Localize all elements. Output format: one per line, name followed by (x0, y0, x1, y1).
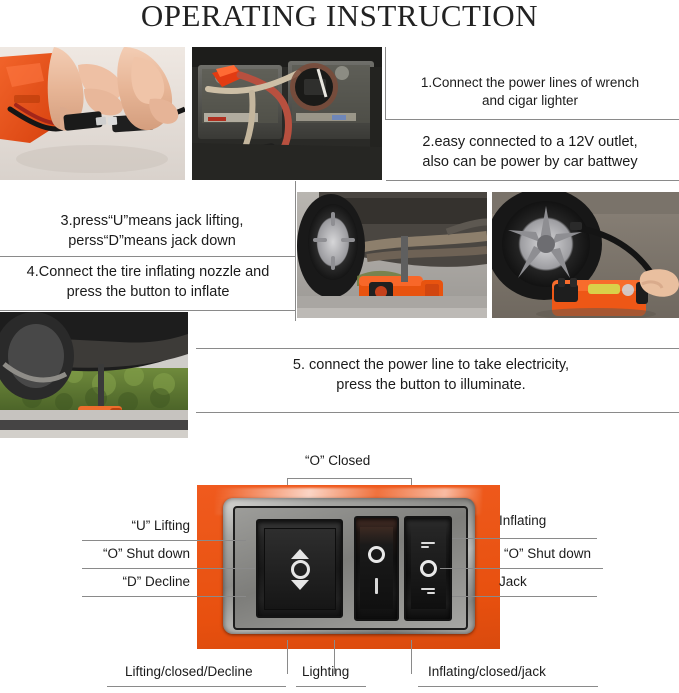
step-5-text: 5. connect the power line to take electr… (196, 356, 666, 395)
switch-lighting-glyphs (360, 527, 393, 610)
air-out-icon (421, 542, 436, 548)
step-3-line-1: 3.press“U”means jack lifting, (60, 213, 244, 229)
step-1-line-1: 1.Connect the power lines of wrench (420, 75, 640, 90)
label-inflating-closed-jack: Inflating/closed/jack (428, 664, 546, 679)
label-jack: Jack (499, 574, 527, 589)
photo-inflating-tire (492, 192, 679, 318)
leader-bottom-left (107, 686, 286, 687)
switch-inflating-jack-glyphs (411, 527, 446, 610)
leader-bottom-mid-vertical (334, 640, 335, 674)
leader-bottom-left-vertical (287, 640, 288, 674)
step-2-line-1: 2.easy connected to a 12V outlet, (422, 134, 638, 150)
switch-panel (197, 485, 500, 649)
photo-inflating-tire-art (492, 192, 679, 318)
diagram-top-leader-horizontal (287, 478, 412, 479)
leader-inflating (452, 538, 597, 539)
photo-car-battery-art (192, 47, 382, 180)
divider-after-step-3 (0, 256, 296, 257)
triangle-down-icon (291, 579, 310, 590)
photo-jack-under-car (297, 192, 487, 318)
step-5-line-1: 5. connect the power line to take electr… (292, 357, 570, 373)
photo-jack-under-car-art (297, 192, 487, 318)
label-lifting-closed-decline: Lifting/closed/Decline (125, 664, 253, 679)
label-lighting: Lighting (302, 664, 350, 679)
divider-before-step-5 (196, 348, 679, 349)
label-decline: “D” Decline (122, 574, 190, 589)
air-in-icon (421, 588, 436, 595)
step-3-line-2: perss“D”means jack down (68, 232, 236, 249)
circle-icon (419, 559, 437, 577)
circle-icon (290, 559, 310, 579)
switch-lighting[interactable] (353, 515, 400, 621)
leader-bottom-right (418, 686, 598, 687)
photo-jack-led-light-art (0, 312, 188, 438)
photo-connect-plugs-art (0, 47, 185, 180)
photo-jack-led-light (0, 312, 188, 438)
label-shut-down-left: “O” Shut down (102, 546, 190, 561)
switch-bezel (223, 498, 475, 635)
leader-lifting (82, 540, 246, 541)
leader-bottom-mid (296, 686, 366, 687)
label-inflating: Inflating (499, 513, 547, 528)
step-1-line-2: and cigar lighter (481, 93, 579, 109)
leader-bottom-right-vertical (411, 640, 412, 674)
switch-lift-decline-face (264, 528, 337, 611)
label-shut-down-right: “O” Shut down (504, 546, 592, 561)
diagram-top-label: “O” Closed (305, 453, 371, 468)
page-title: OPERATING INSTRUCTION (140, 0, 539, 33)
step-5-line-2: press the button to illuminate. (336, 376, 526, 393)
step-1-text: 1.Connect the power lines of wrench and … (386, 74, 674, 110)
step-4-text: 4.Connect the tire inflating nozzle and … (2, 263, 294, 302)
step-4-line-2: press the button to inflate (66, 283, 230, 300)
switch-lighting-face (359, 526, 394, 610)
label-lifting: “U” Lifting (131, 518, 190, 533)
photo-connect-plugs (0, 47, 185, 180)
step-4-line-1: 4.Connect the tire inflating nozzle and (26, 264, 270, 280)
switch-inflating-jack-face (410, 526, 446, 610)
divider-vertical-left-lower (295, 257, 296, 321)
leader-shut-down-right (440, 568, 603, 569)
step-3-text: 3.press“U”means jack lifting, perss“D”me… (8, 212, 296, 251)
leader-jack (452, 596, 597, 597)
divider-after-step-4 (0, 310, 296, 311)
leader-shut-down-left (82, 568, 255, 569)
divider-after-step-1 (386, 119, 679, 120)
circle-icon (368, 546, 386, 564)
step-2-line-2: also can be power by car battwey (422, 153, 638, 170)
divider-vertical-left-mid (295, 181, 296, 257)
bar-icon (375, 578, 379, 595)
photo-car-battery (192, 47, 382, 180)
divider-after-step-2 (386, 180, 679, 181)
switch-lift-decline[interactable] (255, 518, 343, 618)
divider-vertical-right-top (385, 47, 386, 120)
triangle-up-icon (291, 548, 310, 559)
divider-after-step-5 (196, 412, 679, 413)
leader-decline (82, 596, 246, 597)
step-2-text: 2.easy connected to a 12V outlet, also c… (386, 133, 674, 172)
switch-lift-decline-glyphs (265, 529, 335, 609)
